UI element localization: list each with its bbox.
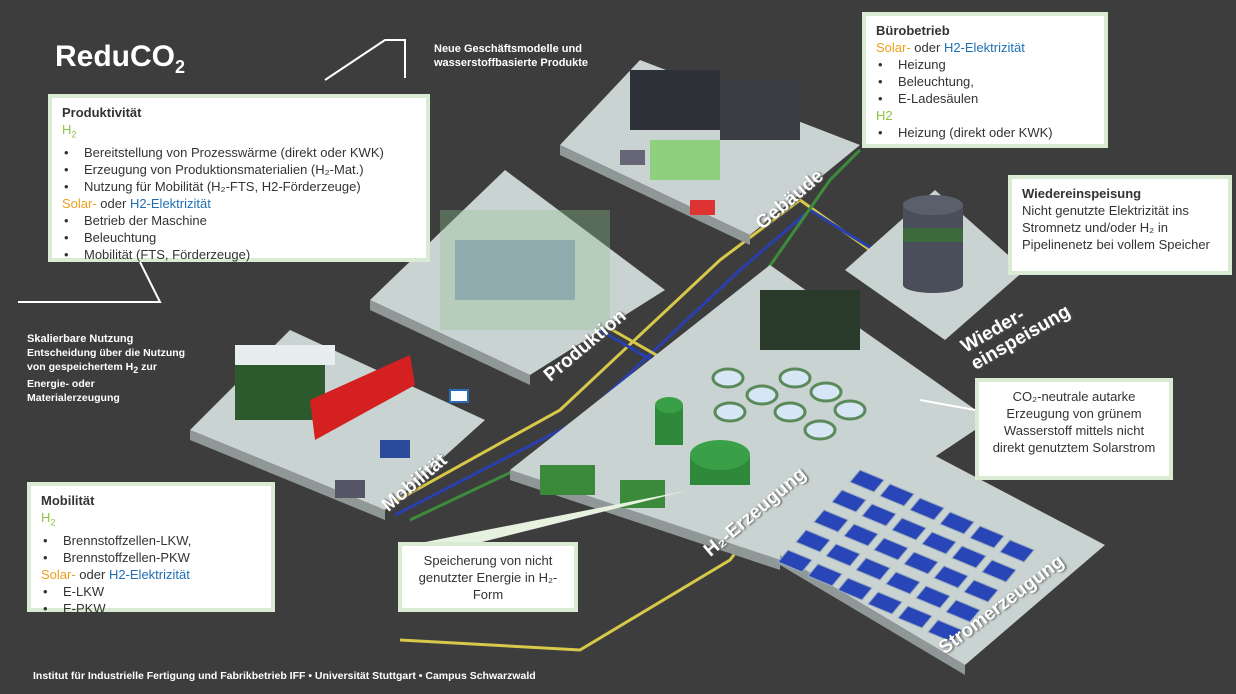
solar-panel: [849, 469, 885, 493]
solar-panel: [969, 525, 1005, 549]
solar-panel: [795, 529, 831, 553]
top-note: Neue Geschäftsmodelle und wasserstoffbas…: [434, 43, 589, 69]
solar-panel: [927, 619, 963, 643]
solar-panel: [861, 503, 897, 527]
solar-panel: [945, 599, 981, 623]
platform-wiedereinspeisung: [845, 190, 1025, 340]
solar-panel: [939, 511, 975, 535]
produktivitaet-box: Produktivität H2 Bereitstellung von Proz…: [48, 94, 430, 263]
solar-panel: [807, 563, 843, 587]
solar-panel: [963, 579, 999, 603]
solar-panel: [825, 543, 861, 567]
app-title: ReduCO2: [55, 40, 186, 77]
solar-panel: [897, 605, 933, 629]
solar-panel: [855, 557, 891, 581]
footer: Institut für Industrielle Fertigung und …: [33, 670, 536, 682]
solar-panel: [951, 545, 987, 569]
solar-panel: [981, 559, 1017, 583]
co2-box: CO₂-neutrale autarke Erzeugung von grüne…: [975, 378, 1173, 480]
solar-panel: [837, 577, 873, 601]
solar-panels: [777, 469, 1035, 643]
solar-panel: [909, 497, 945, 521]
solar-panel: [891, 517, 927, 541]
solar-panel: [777, 549, 813, 573]
solar-panel: [831, 489, 867, 513]
solar-panel: [867, 591, 903, 615]
solar-panel: [879, 483, 915, 507]
leader-lines: [18, 39, 976, 411]
solar-panel: [813, 509, 849, 533]
solar-panel: [999, 539, 1035, 563]
buero-box: Bürobetrieb Solar- oder H2-Elektrizität …: [862, 12, 1108, 148]
solar-panel: [843, 523, 879, 547]
speicher-callout-pointer: [410, 490, 690, 545]
solar-panel: [921, 531, 957, 555]
platform-gebaeude: [560, 60, 860, 245]
platform-stromerzeugung: [777, 440, 1105, 675]
speicher-box: Speicherung von nicht genutzter Energie …: [398, 542, 578, 612]
solar-panel: [873, 537, 909, 561]
solar-panel: [885, 571, 921, 595]
solar-panel: [903, 551, 939, 575]
skalierbar-note: Skalierbare Nutzung Entscheidung über di…: [27, 333, 186, 405]
solar-panel: [915, 585, 951, 609]
platform-produktion: [370, 170, 665, 385]
wiedereinspeisung-box: Wiedereinspeisung Nicht genutzte Elektri…: [1008, 175, 1232, 275]
solar-panel: [933, 565, 969, 589]
mobilitaet-box: Mobilität H2 Brennstoffzellen-LKW, Brenn…: [27, 482, 275, 617]
platform-mobilitaet: [190, 330, 485, 520]
